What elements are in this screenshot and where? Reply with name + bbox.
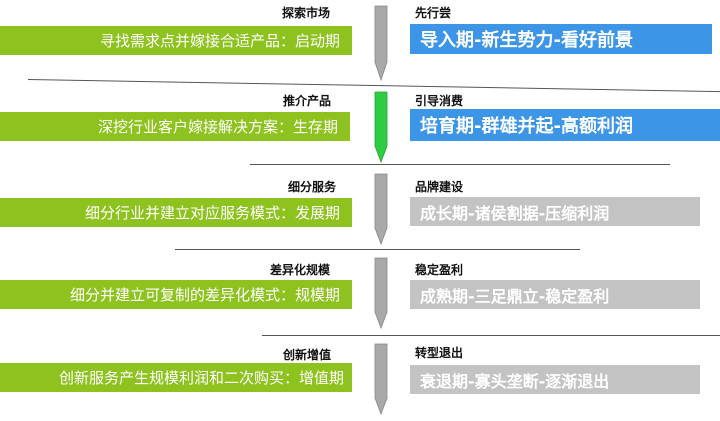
stage-2-right-label: 引导消费 <box>415 94 464 108</box>
stage-4-left-label: 差异化规模 <box>270 263 331 277</box>
stage-2-left-label: 推介产品 <box>283 94 332 108</box>
stage-1-right-label: 先行尝 <box>415 6 452 20</box>
stage-5-right-text: 衰退期-寡头垄断-逐渐退出 <box>420 371 610 391</box>
stage-2-arrow <box>374 91 388 164</box>
stage-2-left-text: 深挖行业客户嫁接解决方案：生存期 <box>97 118 338 136</box>
stage-3-left-text: 细分行业并建立对应服务模式：发展期 <box>84 204 340 222</box>
stage-1-right-text: 导入期-新生势力-看好前景 <box>420 30 633 51</box>
divider-4 <box>262 335 720 336</box>
stage-5-right-bar: 衰退期-寡头垄断-逐渐退出 <box>410 365 700 394</box>
divider-3 <box>175 249 580 250</box>
stage-4-right-label: 稳定盈利 <box>415 263 464 277</box>
stage-3-right-text: 成长期-诸侯割据-压缩利润 <box>420 203 610 223</box>
stage-5-left-bar: 创新服务产生规模利润和二次购买：增值期 <box>0 363 352 392</box>
stage-5-left-label: 创新增值 <box>283 348 332 362</box>
stage-3-arrow <box>374 173 388 246</box>
stage-4-right-text: 成熟期-三足鼎立-稳定盈利 <box>420 286 610 306</box>
stage-3-left-bar: 细分行业并建立对应服务模式：发展期 <box>0 198 352 227</box>
stage-2-right-text: 培育期-群雄并起-高额利润 <box>420 116 633 137</box>
stage-3-right-bar: 成长期-诸侯割据-压缩利润 <box>410 197 700 226</box>
stage-5-arrow <box>374 343 388 416</box>
stage-5-right-label: 转型退出 <box>415 346 464 360</box>
stage-1-left-bar: 寻找需求点并嫁接合适产品：启动期 <box>0 26 352 55</box>
stage-2-left-bar: 深挖行业客户嫁接解决方案：生存期 <box>0 112 350 141</box>
stage-1-arrow <box>374 5 388 82</box>
stage-2-right-bar: 培育期-群雄并起-高额利润 <box>410 109 720 141</box>
stage-3-right-label: 品牌建设 <box>415 180 464 194</box>
stage-4-arrow <box>374 257 388 330</box>
stage-5-left-text: 创新服务产生规模利润和二次购买：增值期 <box>58 369 344 387</box>
stage-4-left-text: 细分并建立可复制的差异化模式：规模期 <box>69 286 340 304</box>
stage-3-left-label: 细分服务 <box>288 180 337 194</box>
stage-4-left-bar: 细分并建立可复制的差异化模式：规模期 <box>0 280 352 309</box>
stage-1-left-label: 探索市场 <box>282 6 331 20</box>
stage-4-right-bar: 成熟期-三足鼎立-稳定盈利 <box>410 280 700 309</box>
divider-2 <box>250 164 670 165</box>
stage-1-left-text: 寻找需求点并嫁接合适产品：启动期 <box>99 32 340 50</box>
stage-1-right-bar: 导入期-新生势力-看好前景 <box>410 24 712 54</box>
